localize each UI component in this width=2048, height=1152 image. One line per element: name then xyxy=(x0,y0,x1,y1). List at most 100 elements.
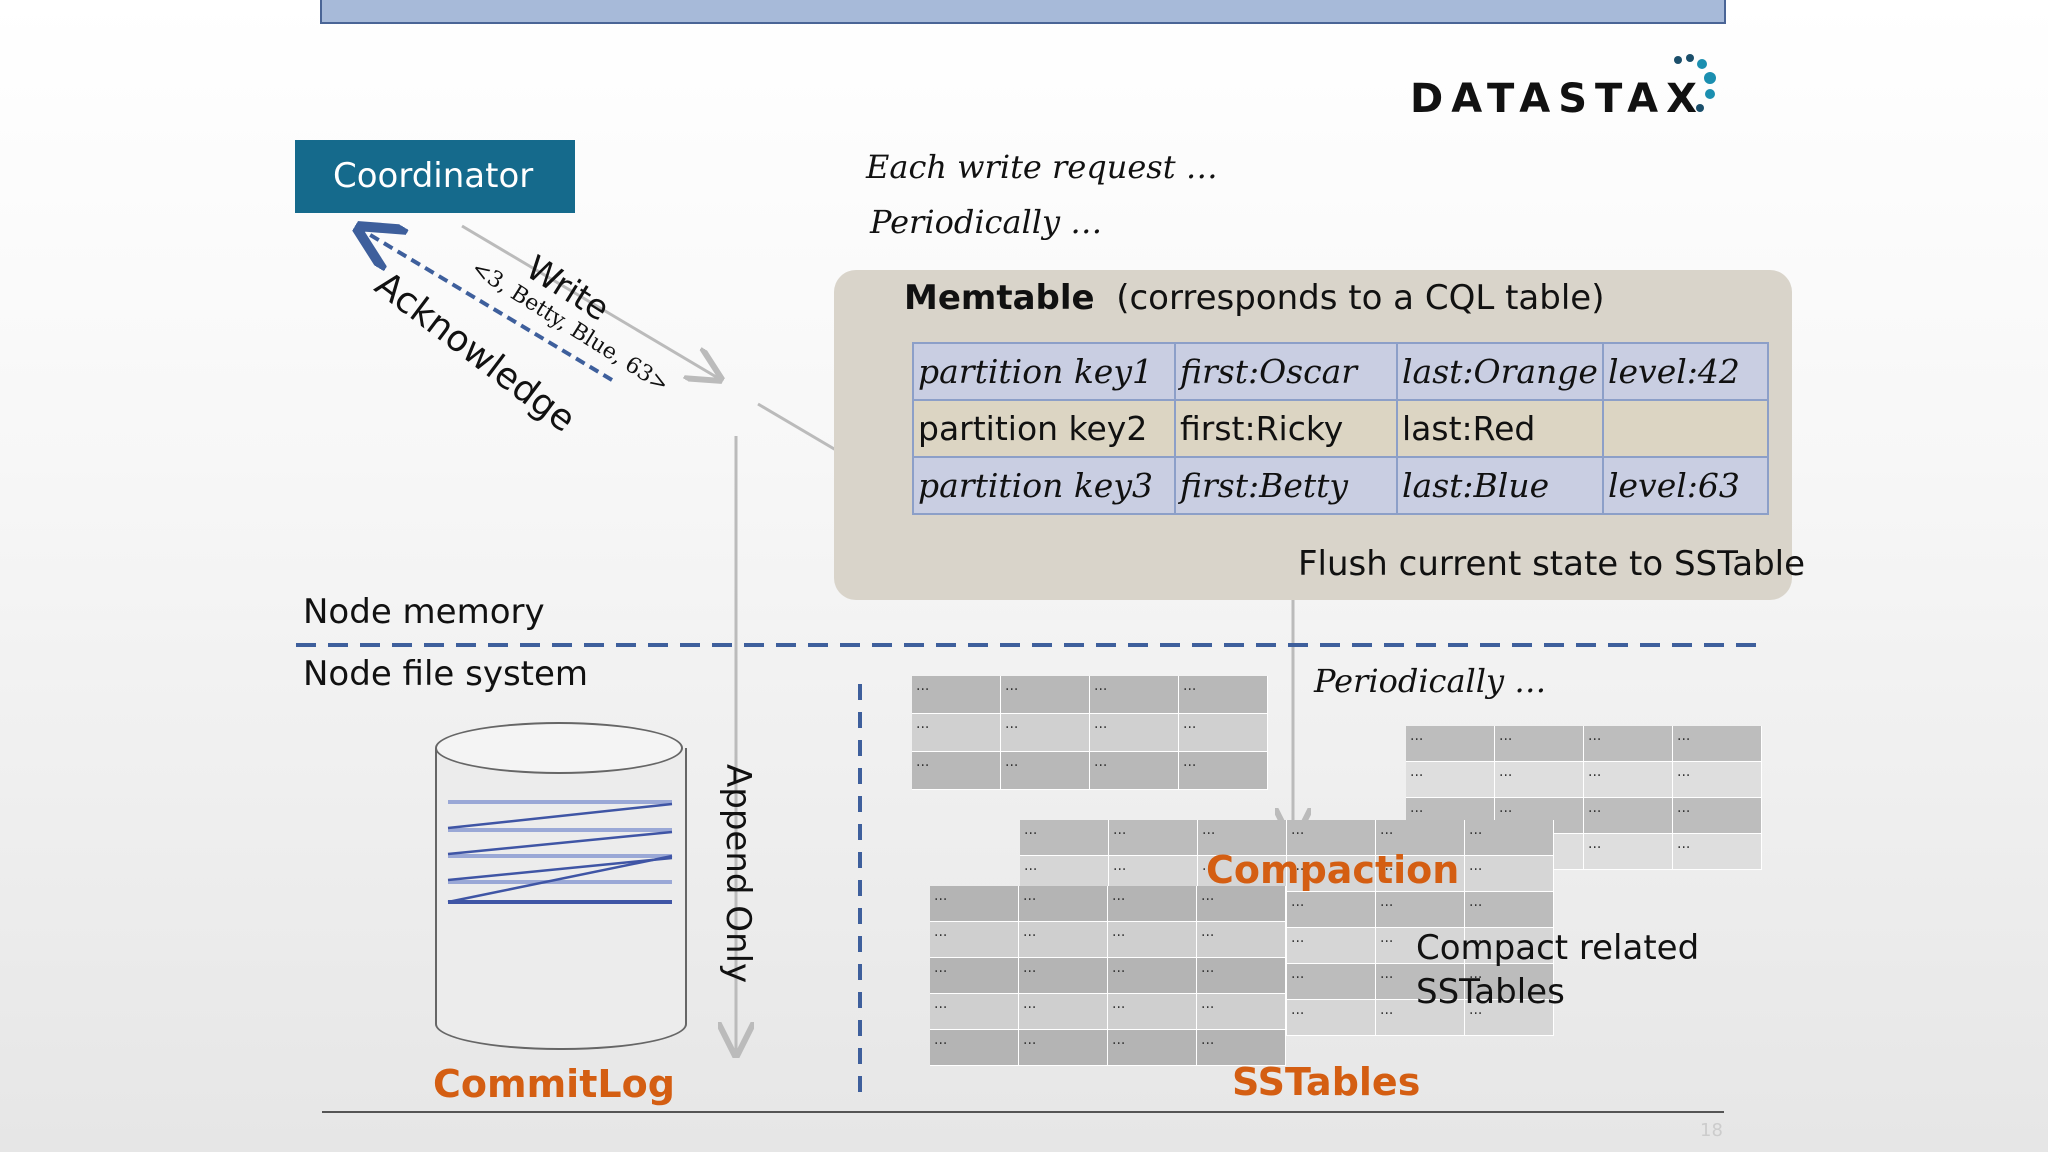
table-cell: first:Oscar xyxy=(1174,342,1398,401)
sstable-cell: ... xyxy=(1287,928,1376,964)
coordinator-node[interactable]: Coordinator xyxy=(295,140,575,213)
table-cell: level:42 xyxy=(1601,342,1770,401)
sstable-cell: ... xyxy=(930,922,1019,958)
sstable-cell: ... xyxy=(1376,1000,1465,1036)
sstable-cell: ... xyxy=(1406,762,1495,798)
sstable-cell: ... xyxy=(1108,994,1197,1030)
commitlog-label: CommitLog xyxy=(433,1062,675,1106)
sstable-cell: ... xyxy=(1465,964,1554,1000)
sstable-cell: ... xyxy=(1108,922,1197,958)
node-file-system-label: Node file system xyxy=(303,654,589,694)
sstable-cell: ... xyxy=(1197,922,1286,958)
sstable-cell: ... xyxy=(1465,928,1554,964)
sstable-cell: ... xyxy=(1019,886,1108,922)
sstable-cell: ... xyxy=(1673,762,1762,798)
sstable-cell: ... xyxy=(1465,1000,1554,1036)
node-memory-label: Node memory xyxy=(303,592,545,632)
sstable-cell: ... xyxy=(1108,1030,1197,1066)
sstable-cell: ... xyxy=(912,714,1001,752)
sstable-cell: ... xyxy=(930,958,1019,994)
sstable-cell: ... xyxy=(1179,752,1268,790)
table-cell: last:Blue xyxy=(1396,456,1604,515)
sstable-cell: ... xyxy=(1090,752,1179,790)
flush-label: Flush current state to SSTable xyxy=(1298,544,1806,584)
sstable-cell: ... xyxy=(1198,820,1287,856)
commitlog-cylinder-top xyxy=(435,722,683,774)
sstable-cell: ... xyxy=(1287,964,1376,1000)
table-cell: first:Ricky xyxy=(1174,399,1398,458)
sstable-cell: ... xyxy=(1287,856,1376,892)
table-cell: last:Red xyxy=(1396,399,1604,458)
sstable-cell: ... xyxy=(1109,820,1198,856)
each-write-note: Each write request … xyxy=(866,148,1218,186)
append-only-label: Append Only xyxy=(718,764,758,984)
sstable-cell: ... xyxy=(1287,892,1376,928)
sstable-cell: ... xyxy=(1584,726,1673,762)
sstable-cell: ... xyxy=(1197,958,1286,994)
logo-dots-icon xyxy=(1674,54,1716,112)
sstable-cell: ... xyxy=(1406,726,1495,762)
memtable-title: Memtable (corresponds to a CQL table) xyxy=(904,278,1605,318)
sstable-cell: ... xyxy=(1108,886,1197,922)
sstable-cell: ... xyxy=(1584,834,1673,870)
sstable-cell: ... xyxy=(930,994,1019,1030)
table-cell: partition key3 xyxy=(912,456,1176,515)
compaction-label: Compaction xyxy=(1206,848,1460,892)
sstable-cell: ... xyxy=(1376,892,1465,928)
sstable-cell: ... xyxy=(1465,892,1554,928)
sstable-cell: ... xyxy=(1179,714,1268,752)
sstable-cell: ... xyxy=(1179,676,1268,714)
sstable-cell: ... xyxy=(1465,820,1554,856)
sstable-cell: ... xyxy=(1197,994,1286,1030)
sstable-cell: ... xyxy=(1019,958,1108,994)
sstable-cell: ... xyxy=(1019,922,1108,958)
sstable-cell: ... xyxy=(1001,752,1090,790)
sstable-cell: ... xyxy=(1495,762,1584,798)
sstable-cell: ... xyxy=(930,1030,1019,1066)
acknowledge-arrow xyxy=(362,230,614,382)
periodically-top-note: Periodically … xyxy=(870,203,1103,241)
table-cell: partition key1 xyxy=(912,342,1176,401)
top-banner-bar xyxy=(320,0,1726,24)
sstable-cell: ... xyxy=(1001,714,1090,752)
sstable-grid: ........................................… xyxy=(930,886,1286,1066)
sstable-cell: ... xyxy=(1673,834,1762,870)
sstable-cell: ... xyxy=(1584,762,1673,798)
commitlog-cylinder xyxy=(435,748,687,1050)
sstable-cell: ... xyxy=(1090,714,1179,752)
periodically-mid-note: Periodically … xyxy=(1314,662,1547,700)
sstable-cell: ... xyxy=(1584,798,1673,834)
compact-related-label-line2: SSTables xyxy=(1416,972,1565,1012)
table-cell: level:63 xyxy=(1601,456,1770,515)
sstable-cell: ... xyxy=(1495,726,1584,762)
sstable-cell: ... xyxy=(1673,726,1762,762)
slide-number: 18 xyxy=(1700,1120,1723,1141)
write-arrow xyxy=(461,224,718,378)
sstable-cell: ... xyxy=(1287,1000,1376,1036)
sstable-cell: ... xyxy=(1376,820,1465,856)
sstable-cell: ... xyxy=(1673,798,1762,834)
sstable-cell: ... xyxy=(1465,856,1554,892)
table-cell: last:Orange xyxy=(1396,342,1604,401)
sstable-cell: ... xyxy=(930,886,1019,922)
table-row: partition key1 first:Oscar last:Orange l… xyxy=(912,342,1770,401)
sstable-cell: ... xyxy=(912,752,1001,790)
sstable-grid: .................................... xyxy=(912,676,1268,790)
table-cell xyxy=(1601,399,1770,458)
sstable-cell: ... xyxy=(1376,856,1465,892)
table-row: partition key2 first:Ricky last:Red xyxy=(912,399,1770,458)
sstable-cell: ... xyxy=(1001,676,1090,714)
sstable-cell: ... xyxy=(1019,994,1108,1030)
memtable-table: partition key1 first:Oscar last:Orange l… xyxy=(912,342,1770,515)
sstable-cell: ... xyxy=(1197,1030,1286,1066)
table-cell: partition key2 xyxy=(912,399,1176,458)
sstable-cell: ... xyxy=(1019,1030,1108,1066)
commitlog-entries xyxy=(447,800,673,904)
sstable-cell: ... xyxy=(912,676,1001,714)
sstables-label: SSTables xyxy=(1232,1060,1421,1104)
sstable-cell: ... xyxy=(1376,964,1465,1000)
compact-related-label-line1: Compact related xyxy=(1416,928,1700,968)
sstable-cell: ... xyxy=(1287,820,1376,856)
memtable-subtitle: (corresponds to a CQL table) xyxy=(1116,278,1605,318)
